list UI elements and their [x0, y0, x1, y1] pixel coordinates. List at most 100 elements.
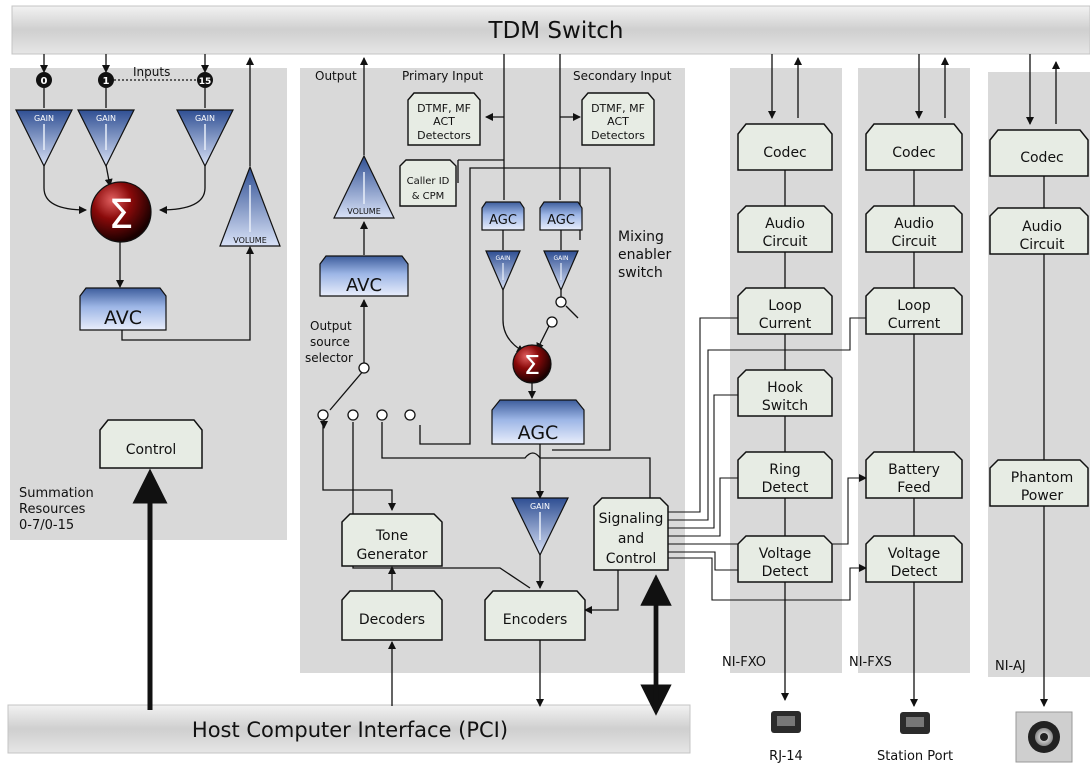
fxs-battery-feed-block: Battery Feed	[865, 451, 963, 499]
svg-text:Loop: Loop	[768, 298, 802, 314]
output-label: Output	[315, 69, 357, 83]
volume-triangle-processing: VOLUME	[333, 154, 395, 219]
svg-text:ACT: ACT	[433, 115, 455, 128]
svg-text:Detectors: Detectors	[417, 129, 471, 142]
svg-text:Codec: Codec	[1020, 150, 1064, 166]
svg-text:Tone: Tone	[375, 528, 408, 544]
fxo-module-label: NI-FXO	[722, 655, 766, 670]
fxo-codec-block: Codec	[737, 123, 833, 171]
svg-text:Decoders: Decoders	[359, 612, 425, 628]
aj-phantom-power-block: Phantom Power	[989, 459, 1089, 507]
svg-text:Output: Output	[310, 319, 352, 333]
svg-text:Audio: Audio	[1022, 219, 1062, 235]
svg-text:Detect: Detect	[762, 564, 809, 580]
station-port-label: Station Port	[877, 749, 953, 764]
svg-text:Current: Current	[759, 316, 812, 332]
svg-text:& CPM: & CPM	[412, 191, 445, 202]
svg-text:Signaling: Signaling	[599, 511, 664, 527]
svg-text:Voltage: Voltage	[759, 546, 812, 562]
mixing-enabler-label: Mixing enabler switch	[618, 229, 671, 281]
station-port-icon	[900, 712, 930, 734]
aj-audio-circuit-block: Audio Circuit	[989, 207, 1089, 255]
svg-text:source: source	[310, 335, 350, 349]
summation-sigma: Σ	[90, 181, 152, 243]
svg-text:AGC: AGC	[518, 422, 559, 444]
svg-text:Audio: Audio	[765, 216, 805, 232]
svg-text:0-7/0-15: 0-7/0-15	[19, 518, 74, 533]
svg-text:VOLUME: VOLUME	[347, 207, 381, 216]
gain-triangle-input-15: GAIN	[176, 109, 234, 168]
svg-text:Encoders: Encoders	[503, 612, 568, 628]
fxs-voltage-detect-block: Voltage Detect	[865, 535, 963, 583]
svg-text:Battery: Battery	[888, 462, 940, 478]
secondary-detectors-block: DTMF, MF ACT Detectors	[581, 92, 655, 146]
svg-text:AGC: AGC	[489, 213, 517, 228]
input-15-marker: 15	[197, 72, 213, 88]
host-interface-bar	[7, 704, 691, 754]
fxo-audio-circuit-block: Audio Circuit	[737, 205, 833, 253]
host-interface-label: Host Computer Interface (PCI)	[192, 718, 508, 742]
svg-text:AVC: AVC	[104, 307, 142, 329]
svg-text:Caller ID: Caller ID	[407, 176, 450, 187]
svg-text:Current: Current	[888, 316, 941, 332]
aj-module-label: NI-AJ	[995, 659, 1026, 674]
svg-text:Control: Control	[126, 442, 177, 458]
svg-text:Σ: Σ	[108, 192, 133, 238]
svg-text:VOLUME: VOLUME	[233, 236, 267, 245]
gain-triangle-primary: GAIN	[485, 250, 521, 292]
svg-text:Switch: Switch	[762, 398, 808, 414]
summation-sigma-processing: Σ	[512, 344, 552, 384]
fxo-hook-switch-block: Hook Switch	[737, 369, 833, 417]
svg-text:Detect: Detect	[762, 480, 809, 496]
callerid-cpm-block: Caller ID & CPM	[399, 159, 457, 207]
svg-text:Hook: Hook	[767, 380, 804, 396]
svg-text:switch: switch	[618, 265, 663, 281]
inputs-label: Inputs	[133, 65, 170, 79]
gain-triangle-output: GAIN	[511, 497, 569, 557]
svg-text:Circuit: Circuit	[891, 234, 937, 250]
svg-text:AGC: AGC	[547, 213, 575, 228]
svg-text:Power: Power	[1021, 488, 1064, 504]
summation-caption: Summation Resources 0-7/0-15	[19, 486, 94, 533]
svg-text:0: 0	[41, 76, 48, 87]
fxs-module-label: NI-FXS	[849, 655, 892, 670]
svg-text:Loop: Loop	[897, 298, 931, 314]
svg-text:Audio: Audio	[894, 216, 934, 232]
svg-text:GAIN: GAIN	[34, 114, 54, 123]
svg-text:Control: Control	[606, 551, 657, 567]
svg-text:GAIN: GAIN	[195, 114, 215, 123]
svg-text:selector: selector	[305, 351, 353, 365]
svg-text:Phantom: Phantom	[1011, 470, 1073, 486]
rj14-label: RJ-14	[769, 749, 803, 764]
svg-text:enabler: enabler	[618, 247, 671, 263]
svg-text:Detectors: Detectors	[591, 129, 645, 142]
tdm-switch-bar	[11, 5, 1090, 55]
gain-triangle-input-1: GAIN	[77, 109, 135, 168]
fxs-loop-current-block: Loop Current	[865, 287, 963, 335]
svg-text:Generator: Generator	[356, 547, 427, 563]
svg-text:Summation: Summation	[19, 486, 94, 501]
fxs-audio-circuit-block: Audio Circuit	[865, 205, 963, 253]
fxo-ring-detect-block: Ring Detect	[737, 451, 833, 499]
svg-text:Circuit: Circuit	[762, 234, 808, 250]
svg-text:DTMF, MF: DTMF, MF	[417, 102, 471, 115]
fxo-loop-current-block: Loop Current	[737, 287, 833, 335]
svg-text:Resources: Resources	[19, 502, 86, 517]
volume-triangle-summation: VOLUME	[219, 165, 281, 247]
svg-text:GAIN: GAIN	[96, 114, 116, 123]
svg-text:ACT: ACT	[607, 115, 629, 128]
agc-primary-block: AGC	[481, 201, 525, 231]
agc-secondary-block: AGC	[539, 201, 583, 231]
fxs-codec-block: Codec	[865, 123, 963, 171]
svg-text:DTMF, MF: DTMF, MF	[591, 102, 645, 115]
input-0-marker: 0	[36, 72, 52, 88]
tdm-switch-label: TDM Switch	[488, 18, 624, 44]
svg-text:Ring: Ring	[769, 462, 800, 478]
primary-detectors-block: DTMF, MF ACT Detectors	[407, 92, 481, 146]
tone-generator-block: Tone Generator	[341, 513, 443, 567]
svg-text:Σ: Σ	[524, 351, 540, 381]
signaling-control-block: Signaling and Control	[593, 497, 669, 571]
input-1-marker: 1	[98, 72, 114, 88]
processing-panel	[300, 68, 685, 673]
